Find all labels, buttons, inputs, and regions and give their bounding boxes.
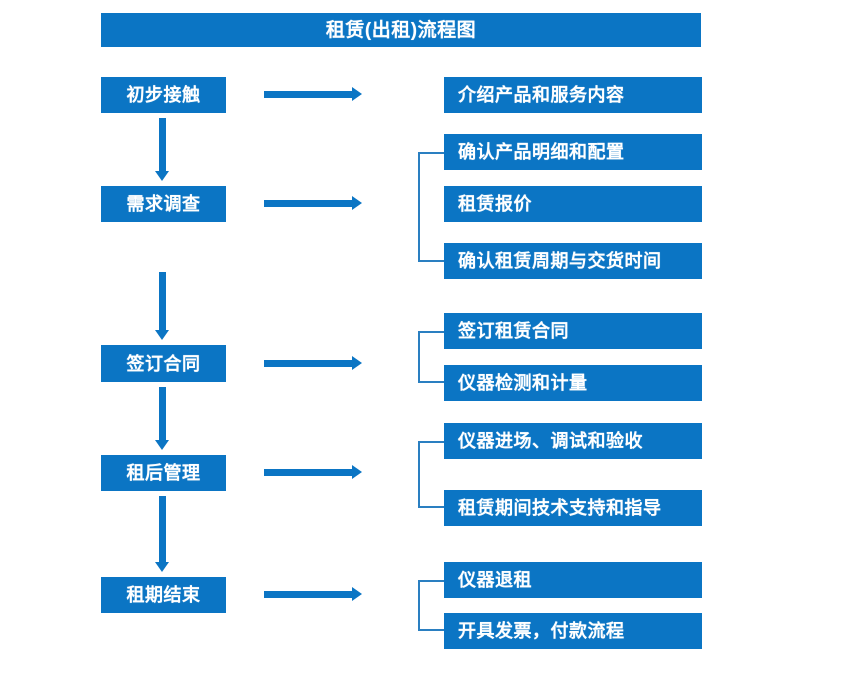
detail-box-instrument-entry-debug-acceptance[interactable]: 仪器进场、调试和验收: [444, 423, 702, 459]
arrow-head: [155, 440, 169, 450]
arrow-right-stage-4-to-details: [264, 465, 362, 479]
arrow-right-stage-3-to-details: [264, 356, 362, 370]
arrow-head: [352, 465, 362, 479]
arrow-head: [352, 356, 362, 370]
arrow-head: [352, 196, 362, 210]
arrow-stem: [159, 496, 166, 563]
detail-box-invoice-payment-process[interactable]: 开具发票，付款流程: [444, 613, 702, 649]
arrow-stem: [264, 469, 353, 476]
arrow-head: [155, 562, 169, 572]
detail-box-confirm-product-details-config[interactable]: 确认产品明细和配置: [444, 134, 702, 170]
arrow-stem: [264, 200, 353, 207]
arrow-head: [352, 87, 362, 101]
stage-box-post-lease-management[interactable]: 租后管理: [101, 455, 226, 491]
arrow-down-stage-1-to-stage-2: [155, 118, 169, 181]
detail-box-instrument-return[interactable]: 仪器退租: [444, 562, 702, 598]
flowchart-title: 租赁(出租)流程图: [101, 13, 701, 47]
arrow-down-stage-4-to-stage-5: [155, 496, 169, 572]
detail-box-lease-quotation[interactable]: 租赁报价: [444, 186, 702, 222]
detail-box-confirm-lease-period-delivery[interactable]: 确认租赁周期与交货时间: [444, 243, 702, 279]
detail-box-sign-lease-contract[interactable]: 签订租赁合同: [444, 313, 702, 349]
arrow-stem: [159, 387, 166, 441]
arrow-head: [155, 171, 169, 181]
arrow-head: [155, 330, 169, 340]
stage-box-requirement-survey[interactable]: 需求调查: [101, 186, 226, 222]
detail-box-introduce-products-services[interactable]: 介绍产品和服务内容: [444, 77, 702, 113]
detail-box-instrument-inspection-metering[interactable]: 仪器检测和计量: [444, 365, 702, 401]
bracket-group-sign-contract: [418, 331, 444, 383]
detail-box-technical-support-during-lease[interactable]: 租赁期间技术支持和指导: [444, 490, 702, 526]
arrow-stem: [264, 360, 353, 367]
arrow-down-stage-2-to-stage-3: [155, 272, 169, 340]
stage-box-lease-end[interactable]: 租期结束: [101, 577, 226, 613]
arrow-stem: [159, 272, 166, 331]
arrow-right-stage-5-to-details: [264, 587, 362, 601]
bracket-group-post-lease-management: [418, 441, 444, 508]
arrow-right-stage-1-to-details: [264, 87, 362, 101]
arrow-down-stage-3-to-stage-4: [155, 387, 169, 450]
bracket-group-requirement-survey: [418, 152, 444, 262]
arrow-stem: [159, 118, 166, 172]
arrow-stem: [264, 91, 353, 98]
arrow-stem: [264, 591, 353, 598]
stage-box-initial-contact[interactable]: 初步接触: [101, 77, 226, 113]
arrow-right-stage-2-to-details: [264, 196, 362, 210]
bracket-group-lease-end: [418, 580, 444, 631]
arrow-head: [352, 587, 362, 601]
stage-box-sign-contract[interactable]: 签订合同: [101, 345, 226, 382]
